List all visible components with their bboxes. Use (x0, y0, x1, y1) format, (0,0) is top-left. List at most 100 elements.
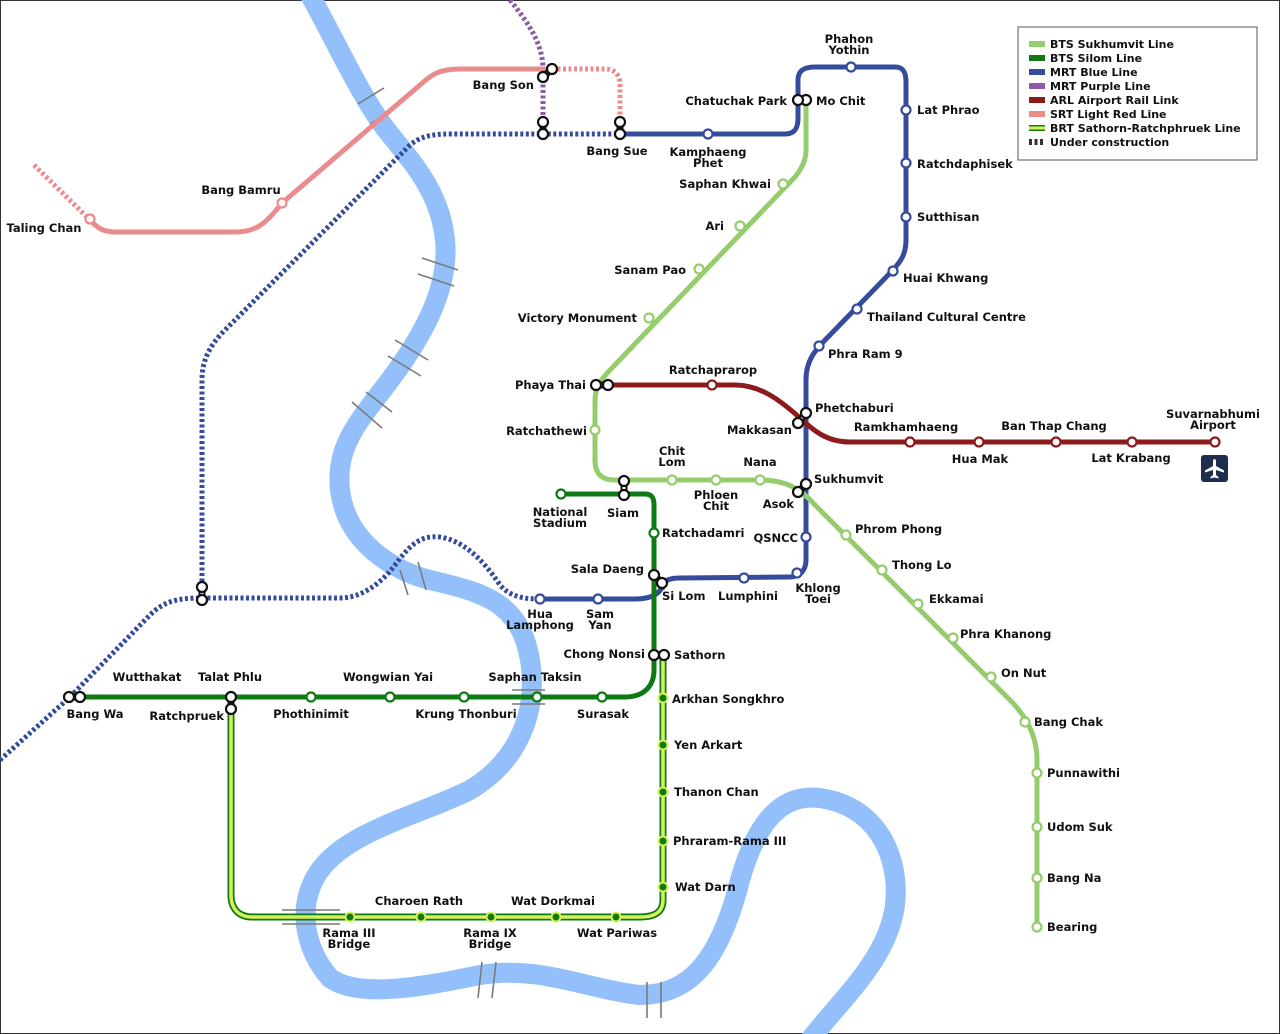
interchange-marker-chong-nonsi (647, 648, 661, 662)
station-label-bang-na: Bang Na (1047, 871, 1101, 885)
station-label-chatuchak-park: Chatuchak Park (685, 94, 787, 108)
station-marker-wat-darn (657, 881, 669, 893)
interchange-marker-siam-bottom (617, 488, 631, 502)
legend-label: BTS Silom Line (1050, 52, 1142, 65)
station-label-khlong-toei: Khlong (795, 581, 840, 595)
station-marker-phra-ram-9 (813, 340, 825, 352)
station-label-ratchadaphisek: Ratchdaphisek (917, 157, 1013, 171)
legend-item: MRT Blue Line (1029, 66, 1138, 79)
station-marker-bang-bamru (276, 197, 288, 209)
station-marker-krung-thonburi (458, 691, 470, 703)
station-marker-hua-lamphong (534, 593, 546, 605)
station-marker-thailand-cultural-centre (851, 303, 863, 315)
station-marker-kamphaeng-phet (702, 128, 714, 140)
station-marker-phahon-yothin (845, 61, 857, 73)
interchange-marker-tao-poon-west-2 (195, 593, 209, 607)
station-label-saphan-khwai: Saphan Khwai (679, 177, 771, 191)
station-marker-national-stadium (555, 488, 567, 500)
station-marker-lat-phrao (900, 104, 912, 116)
station-marker-thanon-chan (657, 786, 669, 798)
station-label-bang-bamru: Bang Bamru (201, 183, 280, 197)
station-label-punnawithi: Punnawithi (1047, 766, 1120, 780)
station-marker-wat-dorkmai (550, 911, 562, 923)
station-label-rama-iii-bridge-2: Bridge (328, 937, 371, 951)
station-label-thailand-cultural-centre: Thailand Cultural Centre (867, 310, 1026, 324)
station-label-ekkamai: Ekkamai (929, 592, 984, 606)
station-marker-ramkhamhaeng (904, 436, 916, 448)
station-marker-lumphini (738, 572, 750, 584)
station-marker-ratchaprarop (706, 379, 718, 391)
station-labels: Phahon Yothin Mo Chit Chatuchak Park Lat… (6, 32, 1259, 951)
station-marker-rama-ix-bridge (485, 911, 497, 923)
station-marker-ban-thap-chang (1050, 436, 1062, 448)
station-label-wat-pariwas: Wat Pariwas (577, 926, 657, 940)
station-label-suvarnabhumi-airport-2: Airport (1190, 418, 1236, 432)
airplane-icon (1201, 455, 1228, 482)
station-marker-on-nut (985, 671, 997, 683)
station-marker-phloen-chit (710, 474, 722, 486)
legend-item: SRT Light Red Line (1029, 108, 1167, 121)
interchange-marker-bang-sue-blue (613, 127, 627, 141)
station-label-khlong-toei-2: Toei (805, 592, 831, 606)
station-label-phaya-thai: Phaya Thai (515, 378, 586, 392)
station-marker-sanam-pao (693, 263, 705, 275)
station-label-wutthakat: Wutthakat (113, 670, 182, 684)
interchange-marker-ratchpruek (224, 702, 238, 716)
station-label-rama-ix-bridge-2: Bridge (469, 937, 512, 951)
station-label-lat-krabang: Lat Krabang (1091, 451, 1170, 465)
station-label-national-stadium-2: Stadium (533, 516, 587, 530)
station-label-chit-lom: Chit (659, 444, 686, 458)
station-marker-rama-iii-bridge (344, 911, 356, 923)
station-label-rama-ix-bridge: Rama IX (463, 926, 517, 940)
station-marker-punnawithi (1031, 767, 1043, 779)
interchange-marker-phaya-thai-bts (589, 378, 603, 392)
station-label-talat-phlu: Talat Phlu (198, 670, 262, 684)
station-label-udom-suk: Udom Suk (1047, 820, 1113, 834)
station-label-bang-wa: Bang Wa (67, 707, 124, 721)
legend-item: MRT Purple Line (1029, 80, 1151, 93)
station-label-ratchathewi: Ratchathewi (506, 424, 587, 438)
interchange-marker-phetchaburi (799, 406, 813, 420)
station-label-krung-thonburi: Krung Thonburi (415, 707, 516, 721)
station-label-hua-mak: Hua Mak (952, 452, 1009, 466)
legend-item: BTS Silom Line (1029, 52, 1142, 65)
legend-box (1017, 26, 1258, 161)
station-marker-ari (734, 220, 746, 232)
station-label-ban-thap-chang: Ban Thap Chang (1001, 419, 1107, 433)
legend-label: ARL Airport Rail Link (1050, 94, 1179, 107)
station-label-mo-chit: Mo Chit (816, 94, 866, 108)
legend-label: SRT Light Red Line (1050, 108, 1167, 121)
station-marker-khlong-toei (791, 567, 803, 579)
station-label-phahon-yothin-2: Yothin (828, 43, 870, 57)
station-label-rama-iii-bridge: Rama III (322, 926, 375, 940)
station-label-chong-nonsi: Chong Nonsi (564, 647, 645, 661)
station-marker-taling-chan (84, 213, 96, 225)
legend-label: BTS Sukhumvit Line (1050, 38, 1174, 51)
interchange-marker-phaya-thai-arl (601, 378, 615, 392)
station-label-ratchadamri: Ratchadamri (662, 526, 744, 540)
station-label-wongwian-yai: Wongwian Yai (343, 670, 433, 684)
station-marker-nana (754, 474, 766, 486)
station-label-kamphaeng-phet-2: Phet (693, 156, 723, 170)
station-marker-ekkamai (912, 598, 924, 610)
station-label-sam-yan-2: Yan (587, 618, 611, 632)
station-marker-ratchadamri (648, 527, 660, 539)
station-marker-chit-lom (666, 474, 678, 486)
station-marker-bang-na (1031, 872, 1043, 884)
station-label-surasak: Surasak (577, 707, 630, 721)
station-label-sathorn: Sathorn (674, 648, 726, 662)
station-label-phrom-phong: Phrom Phong (855, 522, 942, 536)
station-marker-phraram-rama-iii (657, 835, 669, 847)
station-label-arkhan-songkhro: Arkhan Songkhro (672, 692, 784, 706)
station-label-wat-dorkmai: Wat Dorkmai (511, 894, 595, 908)
interchange-marker-bang-son-red (545, 62, 559, 76)
station-label-bang-son: Bang Son (473, 78, 534, 92)
station-marker-udom-suk (1031, 821, 1043, 833)
station-label-saphan-taksin: Saphan Taksin (488, 670, 581, 684)
station-label-taling-chan: Taling Chan (6, 221, 81, 235)
station-label-sanam-pao: Sanam Pao (614, 263, 686, 277)
